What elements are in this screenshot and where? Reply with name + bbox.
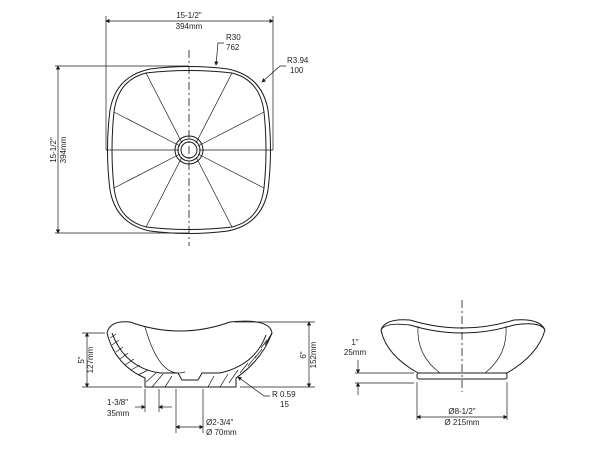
basin-outer-outline bbox=[107, 66, 271, 234]
width-mm-label: 394mm bbox=[176, 22, 203, 31]
base-foot bbox=[416, 372, 508, 380]
top-view: 15-1/2" 394mm 15-1/2" 394mm R30 762 R3.9… bbox=[49, 11, 309, 246]
corner-radius-mm-label: 100 bbox=[290, 66, 304, 75]
corner-radius-label: R3.94 bbox=[287, 56, 309, 65]
base-diameter-mm-label: Ø 215mm bbox=[444, 418, 479, 427]
foot-radius-label: R 0.59 bbox=[272, 390, 296, 399]
top-radius-label: R30 bbox=[226, 33, 241, 42]
front-bowl-rim bbox=[380, 319, 546, 334]
section-hatching bbox=[109, 333, 268, 388]
left-height-in-label: 5" bbox=[77, 356, 86, 363]
drain-diameter-mm-label: Ø 70mm bbox=[206, 428, 237, 437]
width-in-label: 15-1/2" bbox=[176, 11, 202, 20]
offset-mm-label: 35mm bbox=[107, 409, 130, 418]
base-height-in-label: 1" bbox=[351, 338, 358, 347]
side-section-view: 5" 127mm 6" 152mm R 0.59 15 1-3/8" 35mm … bbox=[77, 320, 318, 437]
height-mm-label: 394mm bbox=[59, 136, 68, 163]
front-view: 1" 25mm Ø8-1/2" Ø 215mm bbox=[344, 300, 546, 427]
bowl-outer bbox=[106, 332, 273, 388]
drain-diameter-in-label: Ø2-3/4" bbox=[206, 418, 233, 427]
left-height-mm-label: 127mm bbox=[86, 346, 95, 373]
drain-icon bbox=[174, 135, 204, 165]
basin-facet-lines bbox=[106, 72, 273, 228]
height-in-label: 15-1/2" bbox=[49, 137, 58, 163]
foot-radius-mm-label: 15 bbox=[280, 400, 289, 409]
bowl-rim bbox=[106, 320, 273, 346]
base-height-mm-label: 25mm bbox=[344, 348, 367, 357]
right-height-mm-label: 152mm bbox=[309, 341, 318, 368]
base-diameter-in-label: Ø8-1/2" bbox=[448, 407, 475, 416]
offset-in-label: 1-3/8" bbox=[107, 398, 128, 407]
front-bowl-body bbox=[380, 329, 546, 374]
top-radius-mm-label: 762 bbox=[226, 43, 240, 52]
right-height-in-label: 6" bbox=[299, 351, 308, 358]
